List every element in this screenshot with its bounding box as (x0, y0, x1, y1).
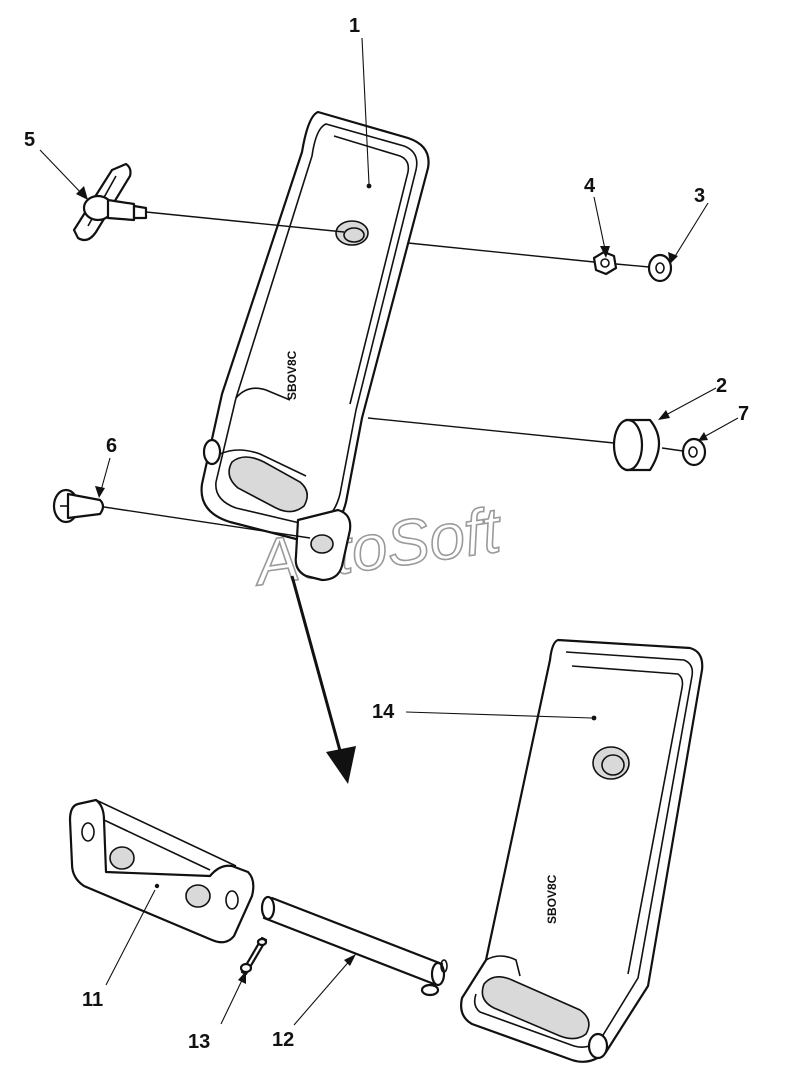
callout-label-13: 13 (188, 1031, 210, 1053)
callout-label-14: 14 (372, 701, 395, 723)
assembly-line-pedal-to-nut (407, 242, 595, 263)
pivot-screw-part-6 (52, 488, 311, 539)
callout-label-2: 2 (716, 375, 727, 397)
callout-label-4: 4 (584, 175, 596, 197)
callout-label-11: 11 (82, 989, 103, 1011)
assembly-line-cap-to-washer (661, 447, 684, 452)
pedal-arm-part-14: SBOV8C (460, 638, 704, 1063)
callout-label-6: 6 (106, 435, 117, 457)
callout-leaders (39, 37, 739, 1026)
exploded-view-arrow (290, 575, 356, 784)
washer-part-3 (647, 253, 673, 283)
assembly-line-nut-to-washer (615, 263, 650, 268)
washer-part-7 (681, 437, 707, 467)
callout-label-5: 5 (24, 129, 35, 151)
pedal-14-embossed-marking: SBOV8C (545, 874, 559, 924)
pedal-1-embossed-marking: SBOV8C (285, 350, 299, 400)
cap-part-2 (612, 418, 661, 472)
pin-part-12 (260, 895, 448, 997)
assembly-line-pedal-to-cap (367, 417, 615, 444)
callout-label-1: 1 (349, 15, 360, 37)
cotter-pin-part-13 (239, 936, 268, 976)
callout-label-7: 7 (738, 403, 749, 425)
callout-label-3: 3 (694, 185, 705, 207)
pedal-arm-part-1: SBOV8C (200, 110, 430, 582)
bracket-part-11 (68, 798, 255, 944)
callout-label-12: 12 (272, 1029, 294, 1051)
wing-bolt-part-5 (72, 162, 345, 242)
